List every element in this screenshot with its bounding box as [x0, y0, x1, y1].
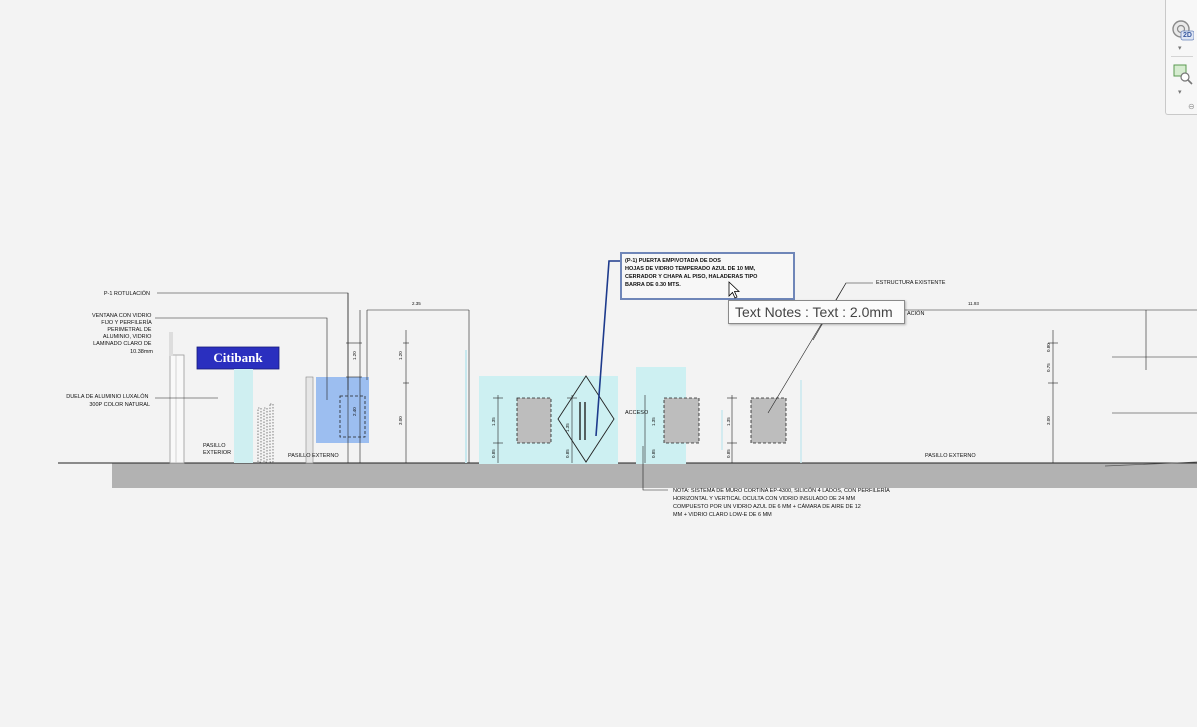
label-ventana: VENTANA CON VIDRIO FIJO Y PERFILERÍA PER… [92, 313, 153, 355]
panel-2 [663, 397, 700, 444]
stair-hatch [257, 403, 274, 463]
label-rotulacion-right: ACIÓN [907, 310, 924, 317]
dim-label: 2.40 [352, 407, 357, 416]
dim-label: 1.20 [352, 351, 357, 360]
label-rotulacion: P-1 ROTULACIÓN [104, 290, 150, 297]
panel-3 [750, 397, 787, 444]
dim-label: 1.35 [491, 417, 496, 426]
glass-column [234, 369, 253, 463]
nav-divider [1171, 56, 1193, 57]
wheel-badge-label: 2D [1183, 32, 1192, 39]
pivot-door-symbol [557, 375, 615, 463]
dim-label: 0.85 [565, 449, 570, 458]
dim-label: 0.85 [651, 449, 656, 458]
mouse-cursor-icon [728, 281, 741, 299]
steering-wheel-icon[interactable]: 2D [1170, 18, 1195, 42]
window-frame-dashed [339, 395, 366, 438]
dim-label: 1.35 [726, 417, 731, 426]
zoom-dropdown-chevron-icon[interactable]: ▾ [1178, 89, 1182, 96]
dim-label: 1.35 [565, 423, 570, 432]
jamb-left [305, 376, 314, 464]
dim-label: 1.20 [398, 351, 403, 360]
element-tooltip: Text Notes : Text : 2.0mm [728, 300, 905, 324]
dim-label: 3.00 [1046, 416, 1051, 425]
window-glass [316, 377, 369, 443]
dim-label: 0.80 [1046, 343, 1051, 352]
label-pasillo-externo-right: PASILLO EXTERNO [925, 453, 976, 459]
door-note-text[interactable]: (P-1) PUERTA EMPIVOTADA DE DOS HOJAS DE … [625, 258, 759, 288]
label-estructura: ESTRUCTURA EXISTENTE [876, 280, 946, 286]
curtain-wall-note: NOTA: SISTEMA DE MURO CORTINA EP-4300, S… [673, 487, 891, 518]
dim-label: 1.35 [651, 417, 656, 426]
door-note-selection[interactable] [620, 252, 795, 300]
label-acceso: ACCESO [625, 410, 649, 416]
sign-text: Citibank [213, 350, 263, 365]
dim-top-left: 2.35 [412, 301, 421, 306]
ground-band [112, 463, 1197, 488]
dimension-lines [346, 293, 1197, 463]
dim-label: 3.00 [398, 416, 403, 425]
label-pasillo-exterior: PASILLO EXTERIOR [203, 443, 231, 456]
dim-label: 0.85 [726, 449, 731, 458]
dim-top-right: 11.93 [968, 301, 979, 306]
wheel-dropdown-chevron-icon[interactable]: ▾ [1178, 45, 1182, 52]
dim-label: 0.85 [491, 449, 496, 458]
label-pasillo-externo-left: PASILLO EXTERNO [288, 453, 339, 459]
dim-label: 0.75 [1046, 363, 1051, 372]
zoom-region-icon[interactable] [1170, 62, 1194, 86]
pylon-cap [169, 332, 173, 356]
label-duela: DUELA DE ALUMINIO LUXALÓN 300P COLOR NAT… [66, 393, 150, 408]
ground-step [1104, 461, 1197, 467]
navigation-bar: 2D ▾ ▾ ⊖ [1165, 0, 1197, 115]
pylon-post [169, 354, 185, 464]
panel-1 [516, 397, 552, 444]
door-leader [595, 260, 621, 437]
nav-options-icon[interactable]: ⊖ [1188, 102, 1195, 111]
